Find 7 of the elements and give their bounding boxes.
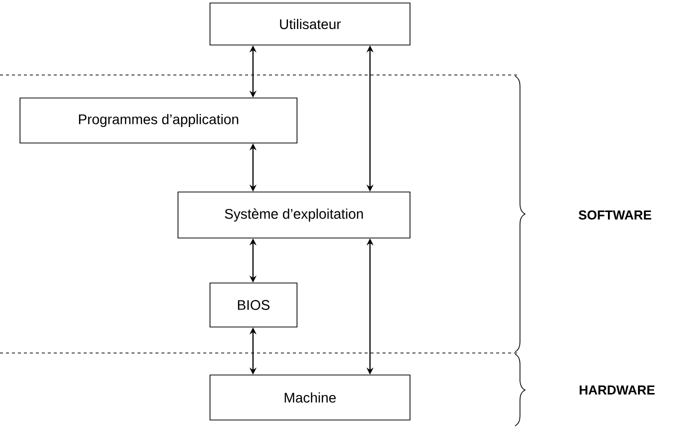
process-box: Programmes d’application xyxy=(20,98,298,144)
process-box: Machine xyxy=(210,374,410,420)
process-box: Système d’exploitation xyxy=(178,192,410,238)
process-box: Utilisateur xyxy=(210,2,410,46)
brace-label: SOFTWARE xyxy=(578,210,652,220)
brace-label: HARDWARE xyxy=(580,386,655,394)
process-box: BIOS xyxy=(210,282,298,328)
